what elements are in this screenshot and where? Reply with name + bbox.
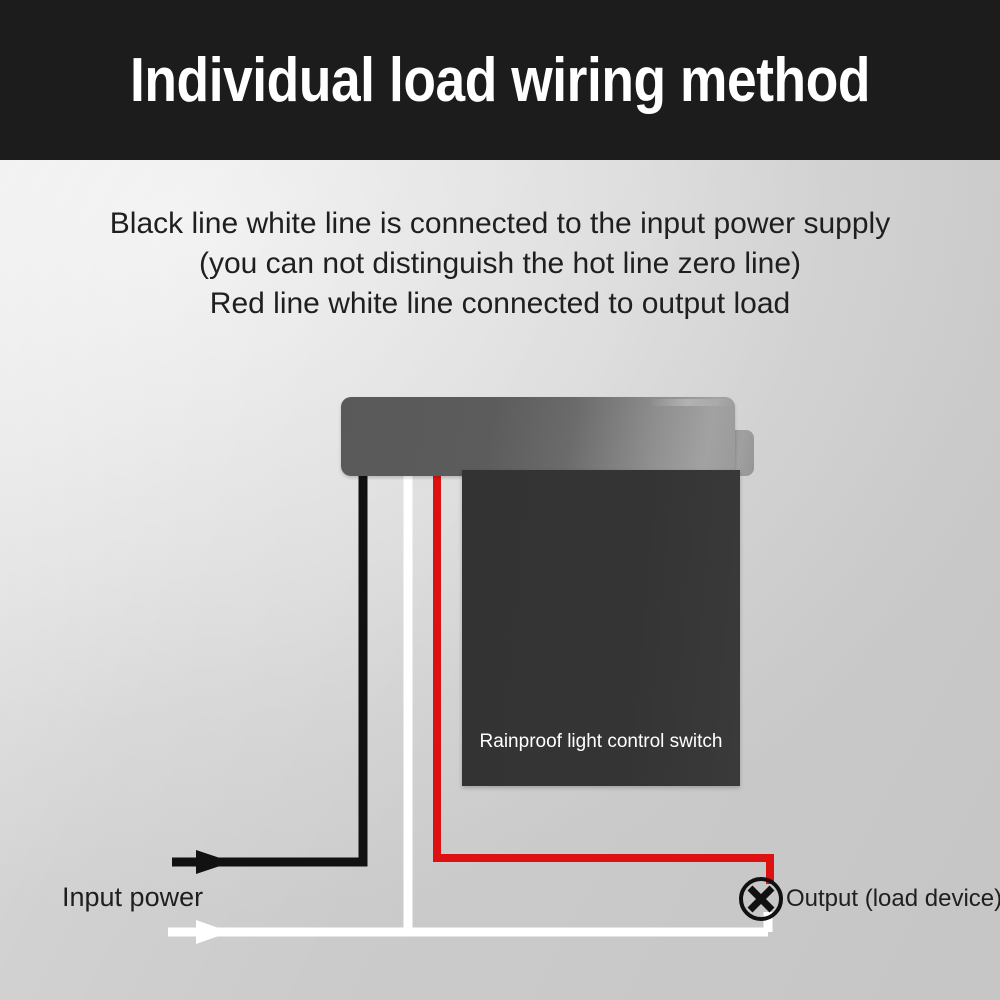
device-body	[462, 470, 740, 786]
description-line-1: Black line white line is connected to th…	[109, 207, 891, 240]
black-wire	[172, 470, 368, 874]
description-block: Black line white line is connected to th…	[0, 204, 1000, 324]
description-line-2: (you can not distinguish the hot line ze…	[198, 247, 802, 280]
header-band	[0, 0, 1000, 160]
description-line-3: Red line white line connected to output …	[209, 287, 791, 320]
white-wire	[168, 470, 773, 944]
page-title: Individual load wiring method	[130, 46, 870, 115]
output-load-label: Output (load device)	[786, 885, 1000, 912]
device-cap-highlight	[650, 399, 734, 406]
red-wire	[433, 470, 774, 884]
input-power-label: Input power	[62, 882, 204, 912]
device-cap	[341, 397, 735, 476]
device-label: Rainproof light control switch	[479, 731, 723, 752]
cross-in-circle-icon	[739, 877, 783, 921]
